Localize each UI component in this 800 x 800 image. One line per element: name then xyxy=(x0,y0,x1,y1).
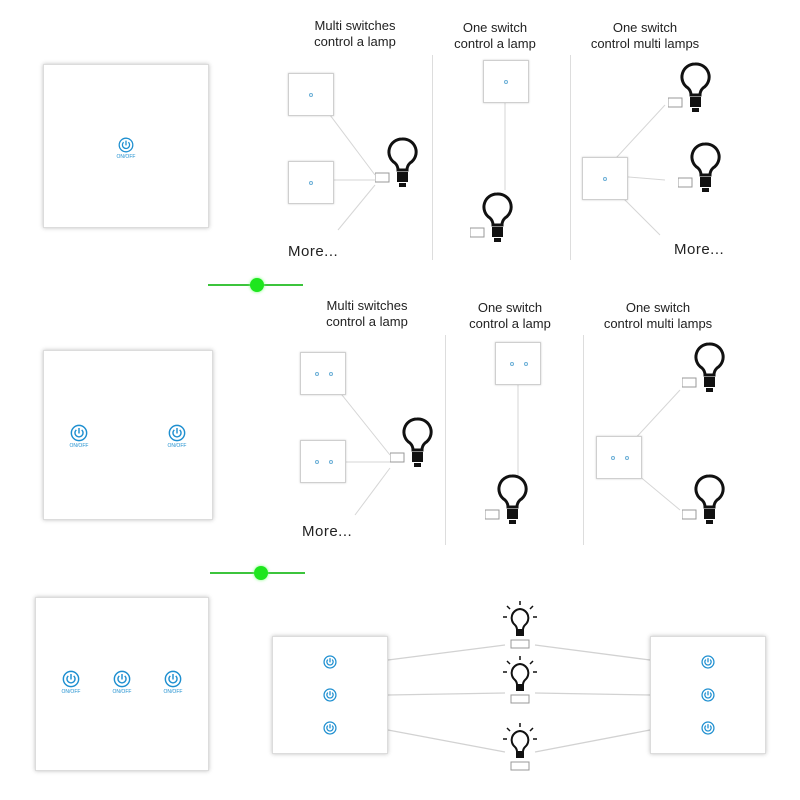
bulb-icon xyxy=(682,474,725,524)
switch-panel-2-gang: ON/OFF ON/OFF xyxy=(43,350,213,520)
power-icon xyxy=(164,670,182,688)
power-icon xyxy=(168,424,186,442)
power-button[interactable]: ON/OFF xyxy=(59,670,83,695)
on-off-label: ON/OFF xyxy=(163,689,183,695)
lit-bulb-icon xyxy=(503,723,537,771)
heading-one-switch-multi: One switch control multi lamps xyxy=(603,300,713,331)
divider xyxy=(583,335,584,545)
power-icon xyxy=(323,688,337,702)
on-off-label: ON/OFF xyxy=(61,689,81,695)
power-button[interactable]: ON/OFF xyxy=(114,137,138,160)
heading-multi-switches: Multi switches control a lamp xyxy=(326,298,408,329)
lit-bulb-icon xyxy=(503,656,537,704)
power-icon xyxy=(118,137,134,153)
divider xyxy=(570,55,571,260)
connector-dot xyxy=(254,566,268,580)
divider xyxy=(445,335,446,545)
power-button[interactable]: ON/OFF xyxy=(161,670,185,695)
heading-one-switch-multi: One switch control multi lamps xyxy=(590,20,700,51)
power-icon xyxy=(70,424,88,442)
switch-panel-3-gang: ON/OFF ON/OFF ON/OFF xyxy=(35,597,209,771)
power-button[interactable]: ON/OFF xyxy=(67,424,91,449)
bulb-icon xyxy=(375,137,418,187)
bulb-icon xyxy=(470,192,513,242)
mini-switch xyxy=(483,60,529,103)
bulb-icon xyxy=(682,342,725,392)
more-label: More... xyxy=(674,241,725,258)
on-off-label: ON/OFF xyxy=(167,443,187,449)
connector-dot xyxy=(250,278,264,292)
heading-multi-switches: Multi switches control a lamp xyxy=(314,18,396,49)
bulb-icon xyxy=(485,474,528,524)
mini-switch xyxy=(495,342,541,385)
power-icon xyxy=(62,670,80,688)
mini-switch xyxy=(288,73,334,116)
bulb-icon xyxy=(390,417,433,467)
mini-switch xyxy=(582,157,628,200)
power-button[interactable]: ON/OFF xyxy=(110,670,134,695)
power-icon xyxy=(701,721,715,735)
switch-panel-1-gang: ON/OFF xyxy=(43,64,209,228)
bulb-icon xyxy=(668,62,711,112)
power-icon xyxy=(323,721,337,735)
vertical-3-gang-switch-right xyxy=(650,636,766,754)
heading-one-switch-lamp: One switch control a lamp xyxy=(454,20,536,51)
mini-switch xyxy=(300,440,346,483)
more-label: More... xyxy=(288,243,339,260)
heading-one-switch-lamp: One switch control a lamp xyxy=(469,300,551,331)
on-off-label: ON/OFF xyxy=(116,154,136,160)
lit-bulb-icon xyxy=(503,601,537,649)
mini-switch xyxy=(596,436,642,479)
bulb-icon xyxy=(678,142,721,192)
on-off-label: ON/OFF xyxy=(112,689,132,695)
power-icon xyxy=(113,670,131,688)
mini-switch xyxy=(300,352,346,395)
divider xyxy=(432,55,433,260)
power-button[interactable]: ON/OFF xyxy=(165,424,189,449)
mini-switch xyxy=(288,161,334,204)
power-icon xyxy=(701,688,715,702)
on-off-label: ON/OFF xyxy=(69,443,89,449)
more-label: More... xyxy=(302,523,353,540)
power-icon xyxy=(701,655,715,669)
vertical-3-gang-switch-left xyxy=(272,636,388,754)
power-icon xyxy=(323,655,337,669)
